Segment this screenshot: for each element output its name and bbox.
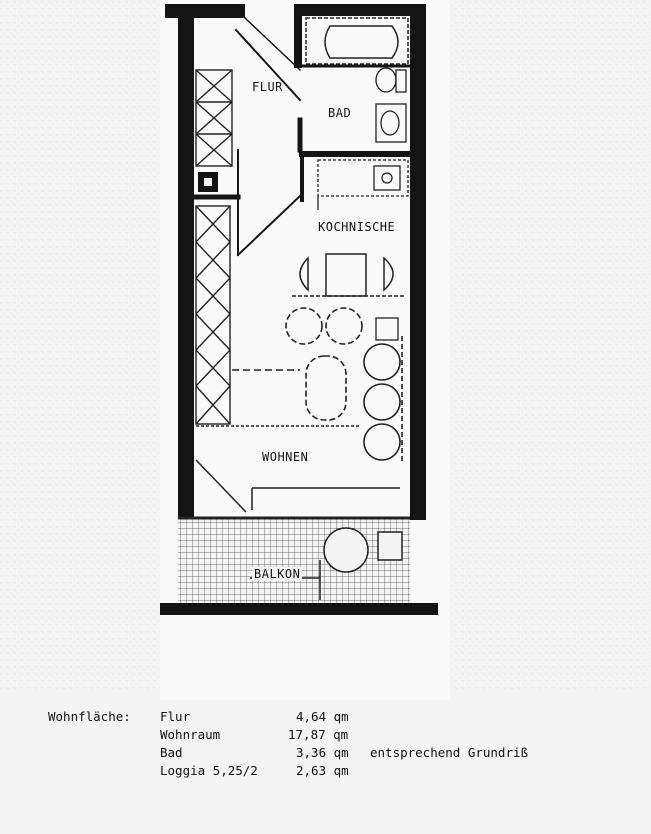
floor-plan bbox=[0, 0, 651, 690]
chimney-inner bbox=[204, 178, 212, 186]
toilet bbox=[375, 67, 407, 93]
dining-set bbox=[292, 253, 404, 297]
room-label-wohnen: WOHNEN bbox=[262, 450, 309, 464]
area-name: Bad bbox=[160, 745, 183, 760]
area-name: Loggia 5,25/2 bbox=[160, 763, 258, 778]
area-value: 3,36 qm bbox=[296, 745, 349, 760]
kitchen-counter bbox=[317, 159, 409, 210]
outer-walls bbox=[160, 4, 438, 615]
balcony-floor bbox=[178, 518, 410, 606]
wardrobe-lower bbox=[195, 205, 231, 425]
interior-walls bbox=[191, 16, 415, 257]
area-note: entsprechend Grundriß bbox=[370, 745, 529, 760]
area-heading: Wohnfläche: bbox=[48, 709, 131, 724]
wardrobe-upper bbox=[195, 69, 233, 167]
sofa-cushions bbox=[363, 336, 403, 462]
area-name: Wohnraum bbox=[160, 727, 221, 742]
room-label-kochnische: KOCHNISCHE bbox=[318, 220, 396, 234]
bathtub bbox=[305, 17, 409, 65]
area-name: Flur bbox=[160, 709, 191, 724]
room-label-flur: FLUR bbox=[252, 80, 283, 94]
area-value: 17,87 qm bbox=[288, 727, 349, 742]
room-label-bad: BAD bbox=[328, 106, 352, 120]
armchairs bbox=[285, 307, 363, 421]
area-value: 4,64 qm bbox=[296, 709, 349, 724]
room-label-balkon: BALKON bbox=[252, 567, 303, 581]
area-summary: Wohnfläche: Flur 4,64 qm Wohnraum 17,87 … bbox=[48, 708, 528, 780]
washbasin bbox=[375, 103, 407, 143]
side-table bbox=[375, 317, 399, 341]
area-dividers bbox=[195, 369, 400, 513]
area-value: 2,63 qm bbox=[296, 763, 349, 778]
